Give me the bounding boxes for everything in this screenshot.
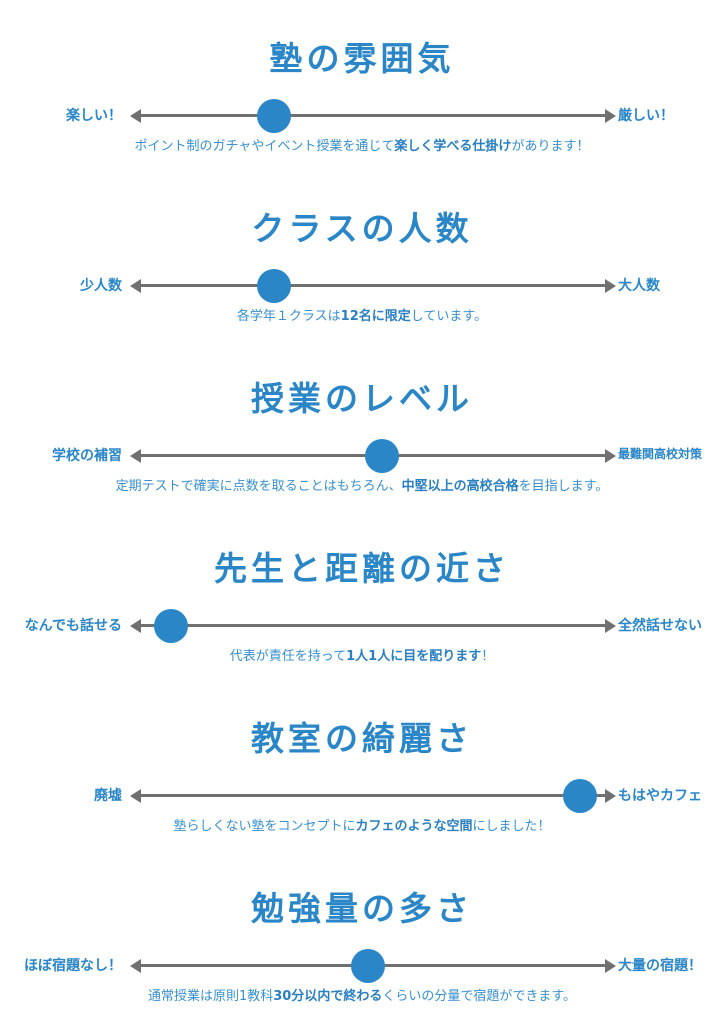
description-highlight: 30分以内で終わる xyxy=(273,989,383,1004)
scale-marker xyxy=(153,608,188,643)
scale-description: 代表が責任を持って1人1人に目を配ります！ xyxy=(0,645,724,664)
description-text: 各学年１クラスは xyxy=(236,309,341,324)
scale-section: 塾の雰囲気楽しい！ 厳しい！ ポイント制のガチャやイベント授業を通じて楽しく学べる仕… xyxy=(0,0,724,170)
arrow-right-icon xyxy=(605,278,616,293)
arrow-left-icon xyxy=(130,448,141,463)
description-text: くらいの分量で宿題ができます。 xyxy=(382,989,577,1004)
description-highlight: 12名に限定 xyxy=(340,309,411,324)
description-text: 代表が責任を持って xyxy=(229,649,347,664)
scale-right-label: 全然話せない xyxy=(618,618,702,634)
scale-line xyxy=(138,284,608,287)
scale-section: 先生と距離の近さなんでも話せる 全然話せない代表が責任を持って1人1人に目を配りま… xyxy=(0,510,724,680)
section-title: 勉強量の多さ xyxy=(251,889,473,928)
scale-right-label: もはやカフェ xyxy=(618,788,702,804)
arrow-right-icon xyxy=(605,108,616,123)
scale-description: 塾らしくない塾をコンセプトにカフェのような空間にしました！ xyxy=(0,815,724,834)
scale-right-label: 厳しい！ xyxy=(618,108,674,124)
scale-section: 授業のレベル学校の補習 最難関高校対策定期テストで確実に点数を取ることはもちろん、… xyxy=(0,340,724,510)
description-text: にしました！ xyxy=(472,819,551,834)
scale-left-label: 学校の補習 xyxy=(52,448,122,464)
arrow-left-icon xyxy=(130,108,141,123)
scale-marker xyxy=(257,98,292,133)
section-title: 塾の雰囲気 xyxy=(269,39,455,78)
scale-marker xyxy=(365,438,400,473)
scale-description: 定期テストで確実に点数を取ることはもちろん、中堅以上の高校合格を目指します。 xyxy=(0,475,724,494)
description-text: ポイント制のガチャやイベント授業を通じて xyxy=(134,139,395,154)
scale-left-label: ほぼ宿題なし！ xyxy=(24,958,122,974)
arrow-left-icon xyxy=(130,958,141,973)
scale-description: 通常授業は原則1教科30分以内で終わるくらいの分量で宿題ができます。 xyxy=(0,985,724,1004)
section-title: 教室の綺麗さ xyxy=(251,719,473,758)
arrow-right-icon xyxy=(605,448,616,463)
scale-line xyxy=(138,794,608,797)
scale-description: 各学年１クラスは12名に限定しています。 xyxy=(0,305,724,324)
scale-section: 教室の綺麗さ廃墟 もはやカフェ塾らしくない塾をコンセプトにカフェのような空間にしま… xyxy=(0,680,724,850)
section-title: 授業のレベル xyxy=(251,379,473,418)
scale-left-label: 楽しい！ xyxy=(66,108,122,124)
description-text: ！ xyxy=(481,649,495,664)
scale-right-label: 大人数 xyxy=(618,278,660,294)
arrow-right-icon xyxy=(605,958,616,973)
scale-section: クラスの人数少人数 大人数各学年１クラスは12名に限定しています。 xyxy=(0,170,724,340)
scale-line xyxy=(138,114,608,117)
scale-left-label: 廃墟 xyxy=(94,788,122,804)
scale-left-label: 少人数 xyxy=(80,278,122,294)
scale-marker xyxy=(351,948,386,983)
description-text: しています。 xyxy=(410,309,488,324)
scale-right-label: 最難関高校対策 xyxy=(618,447,703,461)
section-title: クラスの人数 xyxy=(251,209,473,248)
arrow-left-icon xyxy=(130,788,141,803)
scale-section: 勉強量の多さほぼ宿題なし！ 大量の宿題！ 通常授業は原則1教科30分以内で終わるくら… xyxy=(0,850,724,1020)
scale-line xyxy=(138,624,608,627)
description-highlight: 1人1人に目を配ります xyxy=(346,649,482,664)
scale-marker xyxy=(257,268,292,303)
scale-marker xyxy=(562,778,597,813)
arrow-left-icon xyxy=(130,278,141,293)
description-text: 定期テストで確実に点数を取ることはもちろん、 xyxy=(115,479,402,494)
description-highlight: 中堅以上の高校合格 xyxy=(401,479,519,494)
description-text: を目指します。 xyxy=(518,479,609,494)
arrow-left-icon xyxy=(130,618,141,633)
scale-description: ポイント制のガチャやイベント授業を通じて楽しく学べる仕掛けがあります！ xyxy=(0,135,724,154)
description-highlight: 楽しく学べる仕掛け xyxy=(394,139,512,154)
description-text: があります！ xyxy=(511,139,590,154)
scale-right-label: 大量の宿題！ xyxy=(618,958,702,974)
arrow-right-icon xyxy=(605,788,616,803)
description-text: 通常授業は原則1教科 xyxy=(147,989,274,1004)
scale-left-label: なんでも話せる xyxy=(24,618,122,634)
description-text: 塾らしくない塾をコンセプトに xyxy=(173,819,356,834)
description-highlight: カフェのような空間 xyxy=(355,819,473,834)
section-title: 先生と距離の近さ xyxy=(214,549,510,588)
arrow-right-icon xyxy=(605,618,616,633)
